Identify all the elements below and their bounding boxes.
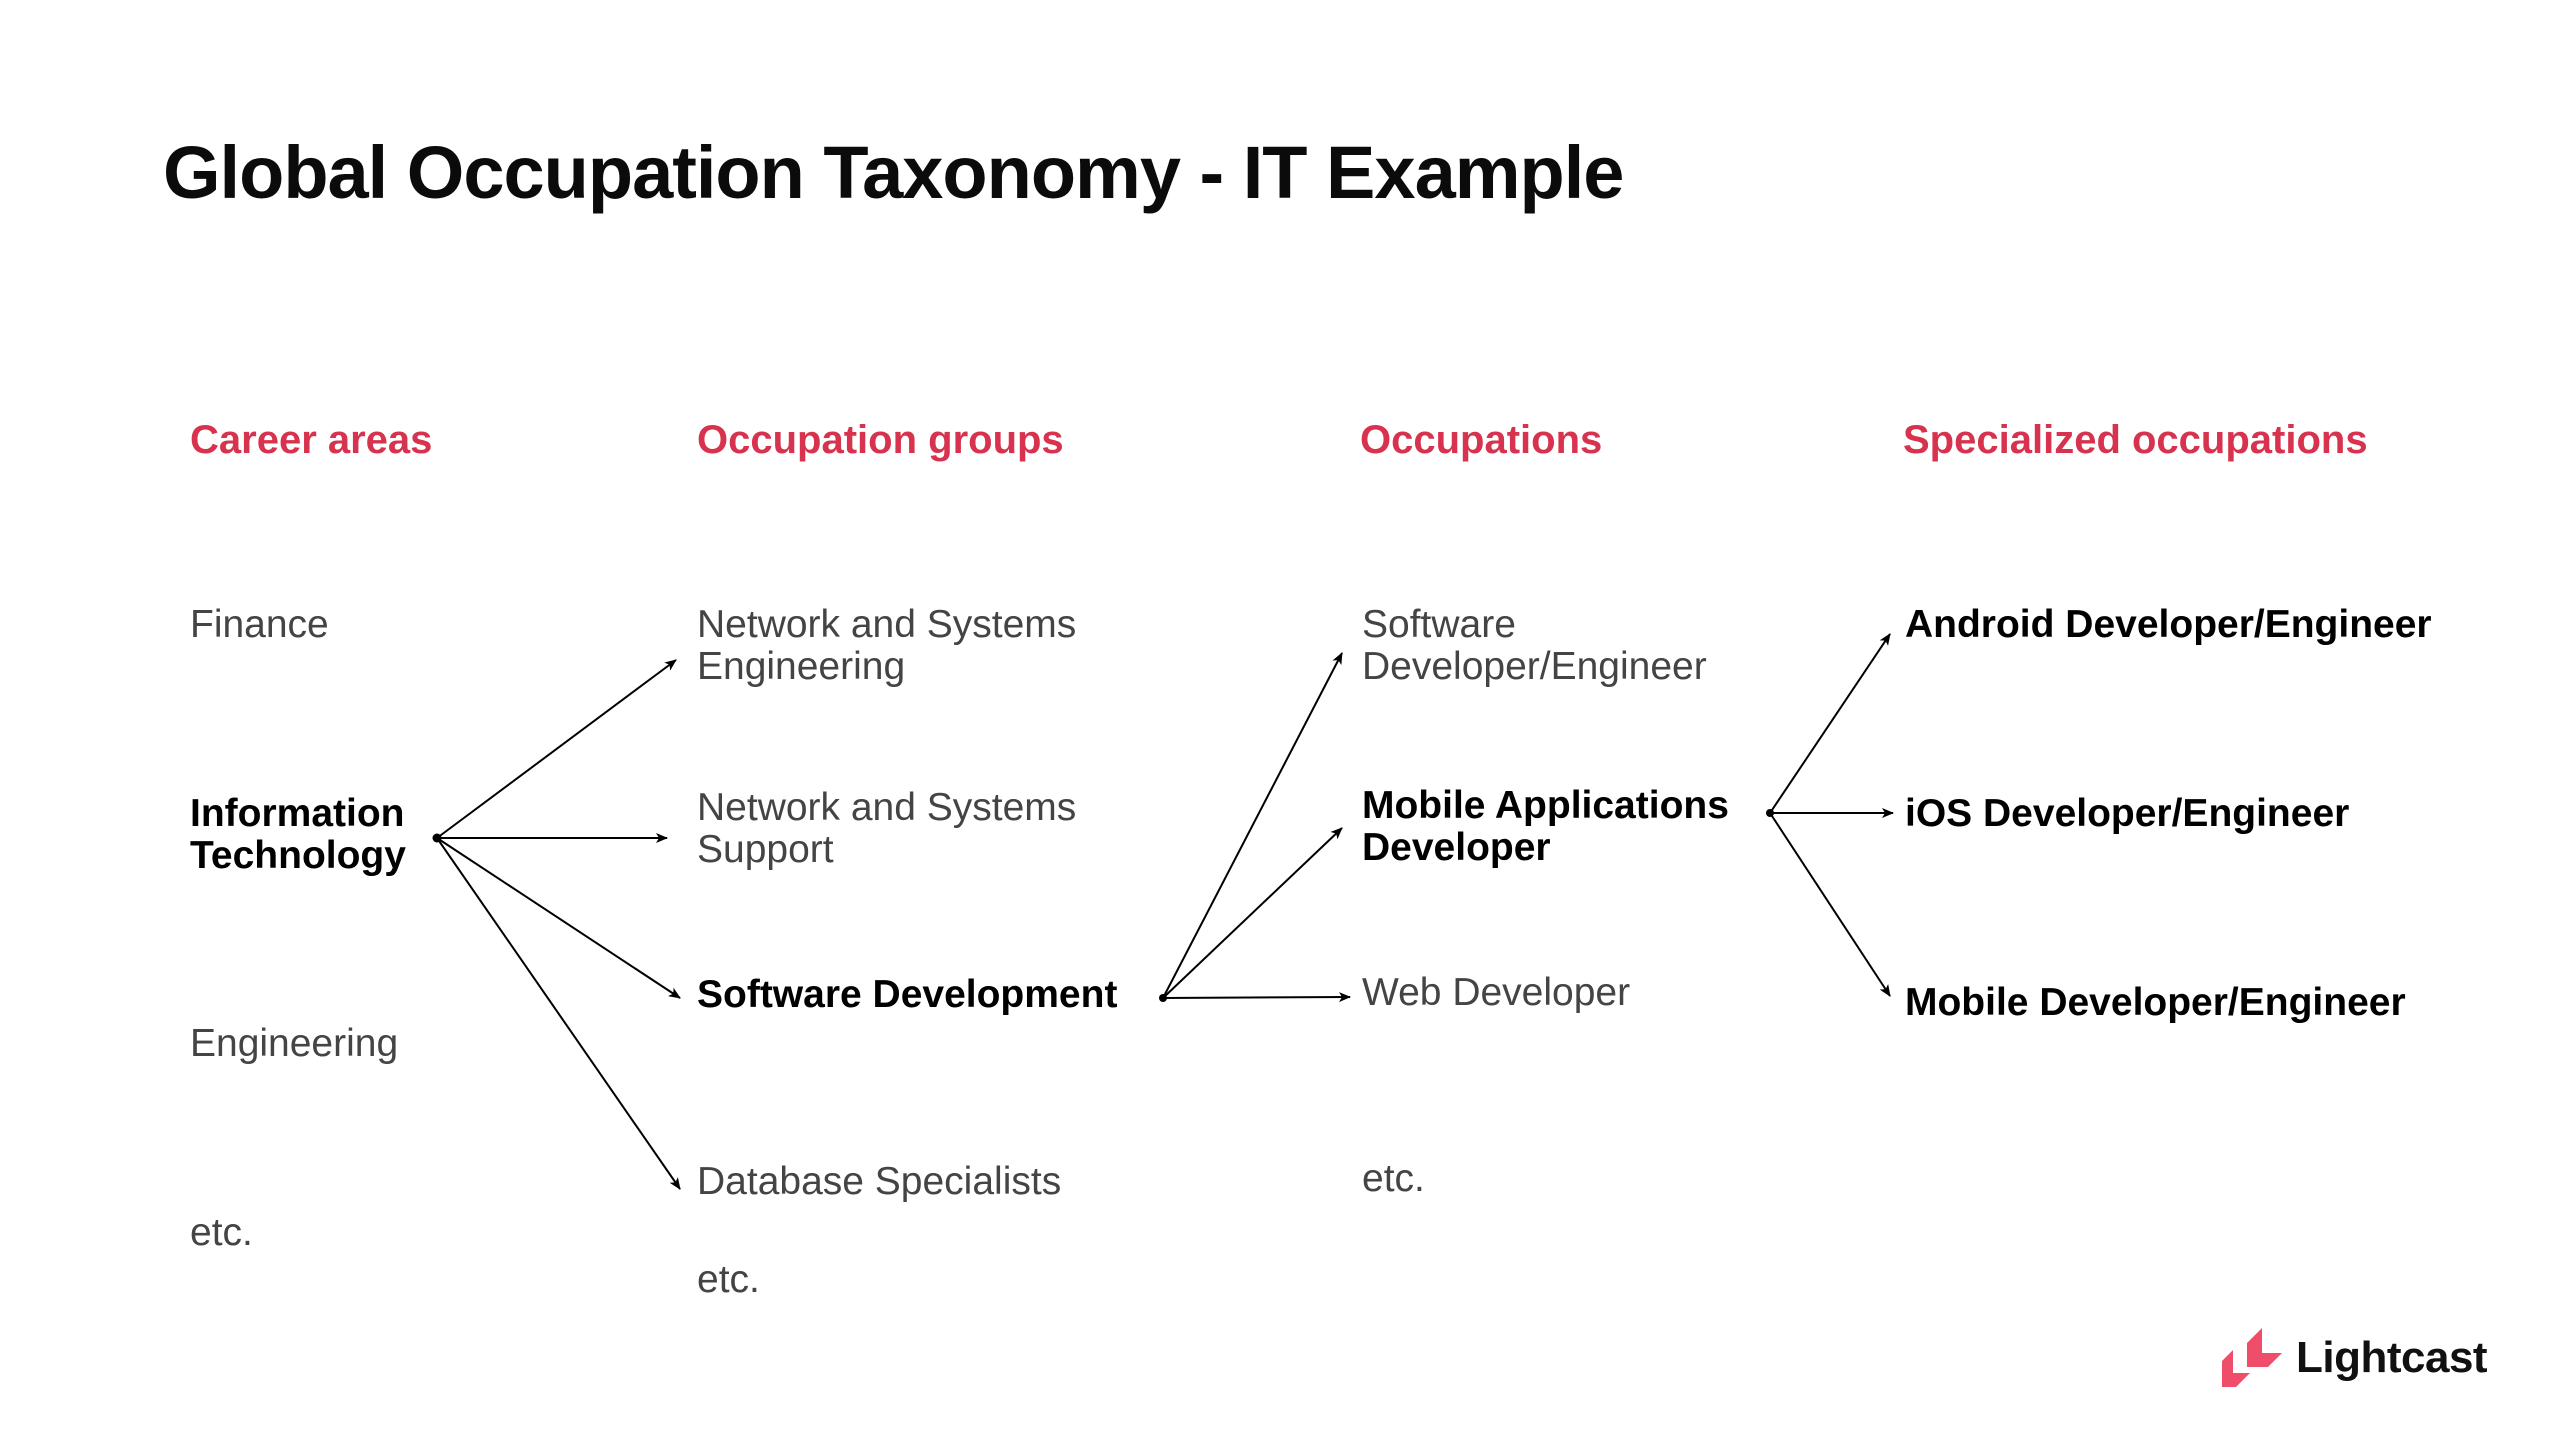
occupation-etc: etc. bbox=[1362, 1157, 1425, 1200]
heading-occupation-groups: Occupation groups bbox=[697, 418, 1064, 462]
group-network-systems-support: Network and Systems Support bbox=[697, 786, 1077, 871]
specialized-ios-developer: iOS Developer/Engineer bbox=[1905, 792, 2350, 835]
career-area-engineering: Engineering bbox=[190, 1022, 399, 1065]
lightcast-logo: Lightcast bbox=[2222, 1326, 2488, 1390]
edges-from-information-technology bbox=[436, 659, 681, 1190]
group-network-systems-engineering: Network and Systems Engineering bbox=[697, 603, 1077, 688]
occupation-web-developer: Web Developer bbox=[1362, 971, 1631, 1014]
career-area-information-technology: Information Technology bbox=[190, 792, 406, 877]
edges-from-software-development bbox=[1162, 652, 1351, 1003]
logo-wordmark: Lightcast bbox=[2296, 1333, 2488, 1382]
career-area-finance: Finance bbox=[190, 603, 329, 646]
occupation-mobile-applications-developer: Mobile Applications Developer bbox=[1362, 784, 1729, 869]
occupation-software-developer-engineer: Software Developer/Engineer bbox=[1362, 603, 1707, 688]
specialized-mobile-developer: Mobile Developer/Engineer bbox=[1905, 981, 2406, 1024]
group-database-specialists: Database Specialists bbox=[697, 1160, 1062, 1203]
group-etc: etc. bbox=[697, 1258, 760, 1301]
page-title: Global Occupation Taxonomy - IT Example bbox=[163, 131, 1624, 214]
heading-career-areas: Career areas bbox=[190, 418, 433, 462]
group-software-development: Software Development bbox=[697, 973, 1118, 1016]
heading-specialized-occupations: Specialized occupations bbox=[1903, 418, 2368, 462]
specialized-android-developer: Android Developer/Engineer bbox=[1905, 603, 2432, 646]
career-area-etc: etc. bbox=[190, 1211, 253, 1254]
origin-dot-software-development bbox=[1159, 994, 1167, 1002]
heading-occupations: Occupations bbox=[1360, 418, 1603, 462]
origin-dot-information-technology bbox=[432, 833, 442, 843]
lightcast-logo-mark-icon bbox=[2222, 1328, 2282, 1387]
origin-dot-mobile-applications-developer bbox=[1766, 809, 1774, 817]
edges-from-mobile-applications-developer bbox=[1769, 633, 1894, 997]
